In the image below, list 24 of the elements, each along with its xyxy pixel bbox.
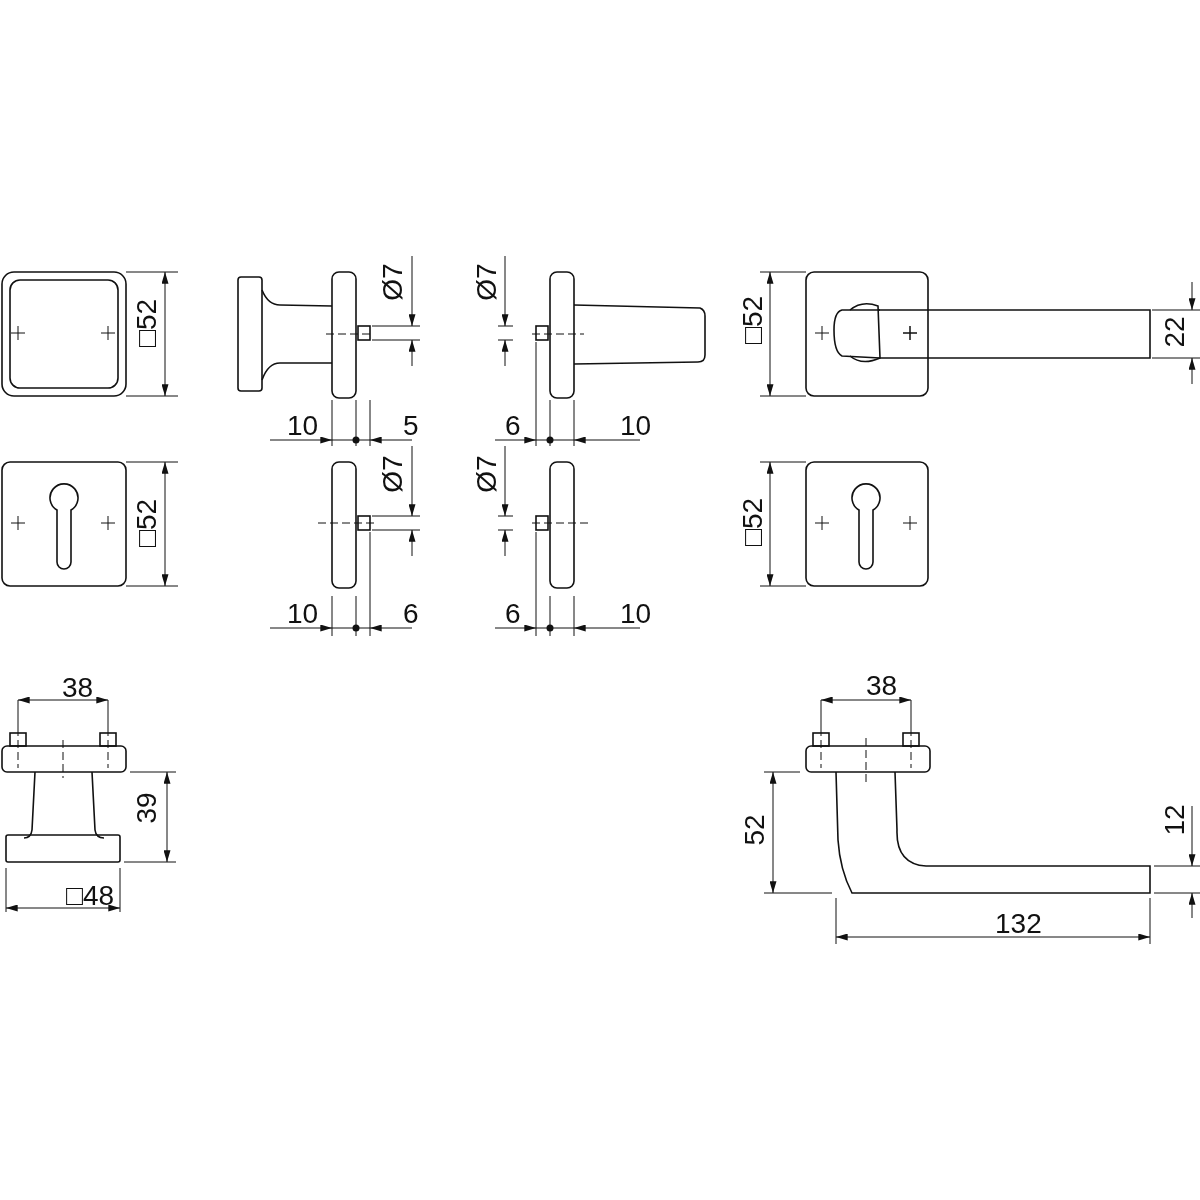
dimension-text: 6 — [403, 600, 419, 628]
dimension-text: □52 — [133, 298, 161, 348]
dimension-text: 5 — [403, 412, 419, 440]
dimension-text: Ø7 — [473, 263, 501, 301]
dimension-text: □52 — [133, 498, 161, 548]
dimension-text: 132 — [995, 910, 1042, 938]
dimension-text: 6 — [505, 412, 521, 440]
dimension-text: □48 — [66, 882, 115, 910]
dimension-text: 10 — [287, 412, 319, 440]
dimension-text: □52 — [739, 295, 767, 345]
dimension-text: 10 — [620, 600, 652, 628]
dimension-text: 38 — [62, 674, 94, 702]
dimension-text: 10 — [620, 412, 652, 440]
dimension-text: 22 — [1161, 316, 1189, 348]
dimension-text: 10 — [287, 600, 319, 628]
dimension-text: Ø7 — [379, 263, 407, 301]
dimension-text: 38 — [866, 672, 898, 700]
dimension-text: 12 — [1161, 804, 1189, 836]
dimension-text: Ø7 — [379, 455, 407, 493]
dimension-text: 39 — [133, 792, 161, 824]
dimension-text: 52 — [741, 814, 769, 846]
dimension-text: 6 — [505, 600, 521, 628]
dimension-text: □52 — [739, 497, 767, 547]
dimension-text: Ø7 — [473, 455, 501, 493]
